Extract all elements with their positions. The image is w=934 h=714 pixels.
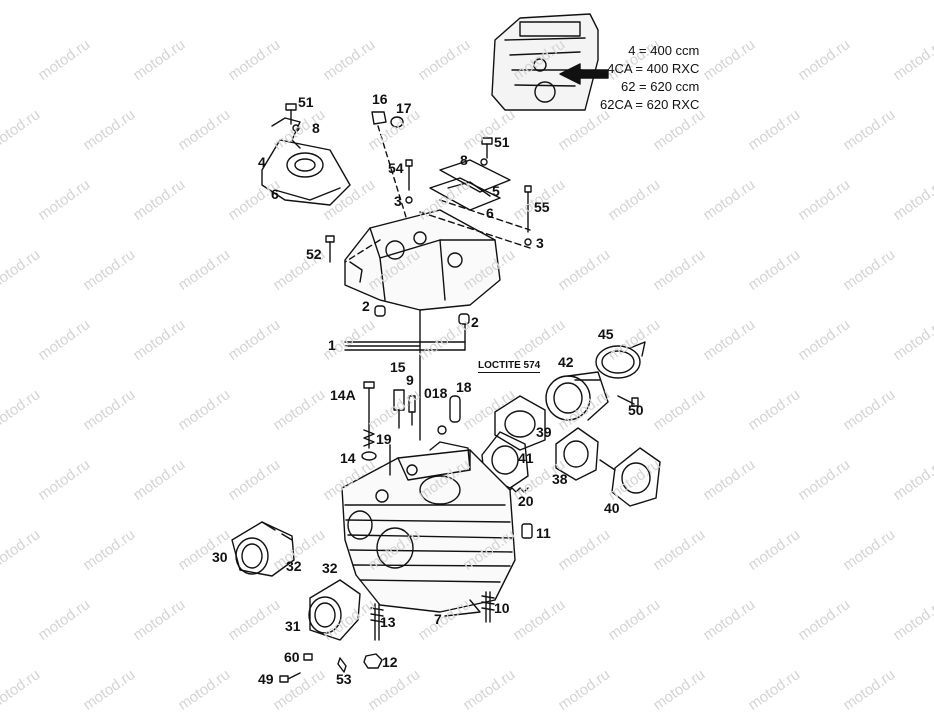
nut-12 xyxy=(363,653,383,669)
thermostat-housing xyxy=(261,117,351,206)
callout-3: 3 xyxy=(394,193,402,209)
exhaust-flange-30 xyxy=(231,521,295,577)
callout-50: 50 xyxy=(628,402,644,418)
callout-11: 11 xyxy=(536,525,551,541)
callout-45: 45 xyxy=(598,326,614,342)
callout-51: 51 xyxy=(494,134,510,150)
tensioner-15-9 xyxy=(393,389,416,429)
callout-49: 49 xyxy=(258,671,274,687)
callout-60: 60 xyxy=(284,649,300,665)
callout-40: 40 xyxy=(604,500,620,516)
legend-line: 62 = 620 ccm xyxy=(620,79,700,94)
callout-4: 4 xyxy=(258,154,266,170)
callout-10: 10 xyxy=(494,600,510,616)
bolt-51-b xyxy=(480,137,493,166)
callout-31: 31 xyxy=(285,618,301,634)
callout-54: 54 xyxy=(388,160,404,176)
inset-arrow-icon xyxy=(559,63,609,85)
callout-39: 39 xyxy=(536,424,552,440)
legend-line: 4CA = 400 RXC xyxy=(607,61,700,76)
cover-plate-and-gasket xyxy=(429,159,511,211)
callout-14: 14 xyxy=(340,450,356,466)
bolt-50 xyxy=(617,395,639,407)
callout-41: 41 xyxy=(518,450,534,466)
callout-16: 16 xyxy=(372,91,388,107)
callout-3: 3 xyxy=(536,235,544,251)
dowel-2-a xyxy=(374,305,386,317)
callout-18: 18 xyxy=(456,379,472,395)
bolt-51-a xyxy=(285,103,300,132)
model-legend: 4 = 400 ccm 4CA = 400 RXC 62 = 620 ccm 6… xyxy=(600,42,699,114)
callout-6: 6 xyxy=(271,186,279,202)
stud-10 xyxy=(481,591,495,623)
callout-15: 15 xyxy=(390,359,406,375)
pin-53 xyxy=(337,657,347,673)
callout-51: 51 xyxy=(298,94,314,110)
stud-14A xyxy=(361,381,377,461)
exhaust-flange-31 xyxy=(308,579,361,641)
clamp-45 xyxy=(595,341,646,379)
callout-13: 13 xyxy=(380,614,396,630)
callout-12: 12 xyxy=(382,654,398,670)
stud-13 xyxy=(370,603,384,641)
callout-018: 018 xyxy=(424,385,448,401)
callout-7: 7 xyxy=(434,611,442,627)
intake-flange-38 xyxy=(555,427,599,481)
loctite-note: LOCTITE 574 xyxy=(478,360,541,373)
bolt-52 xyxy=(325,235,335,263)
callout-53: 53 xyxy=(336,671,352,687)
callout-9: 9 xyxy=(406,372,414,388)
callout-32: 32 xyxy=(322,560,338,576)
callout-2: 2 xyxy=(471,314,479,330)
screw-60 xyxy=(303,653,313,661)
callout-17: 17 xyxy=(396,100,412,116)
callout-14A: 14A xyxy=(330,387,356,403)
plug-16-washer-17 xyxy=(371,111,411,231)
spring-20 xyxy=(507,487,529,493)
screw-49 xyxy=(279,672,301,683)
callout-2: 2 xyxy=(362,298,370,314)
callout-5: 5 xyxy=(492,183,500,199)
sleeve-18 xyxy=(437,395,461,435)
callout-8: 8 xyxy=(312,120,320,136)
bolt-54 xyxy=(405,159,413,204)
callout-8: 8 xyxy=(460,152,468,168)
callout-42: 42 xyxy=(558,354,574,370)
bolt-55 xyxy=(524,185,532,246)
callout-19: 19 xyxy=(376,431,392,447)
plug-11 xyxy=(521,523,533,539)
leader-lines-1 xyxy=(344,309,466,441)
callout-38: 38 xyxy=(552,471,568,487)
callout-1: 1 xyxy=(328,337,336,353)
dowel-2-b xyxy=(458,313,470,325)
callout-52: 52 xyxy=(306,246,322,262)
valve-cover xyxy=(344,209,501,311)
callout-32: 32 xyxy=(286,558,302,574)
engine-inset-thumbnail xyxy=(491,13,599,111)
callout-6: 6 xyxy=(486,205,494,221)
callout-20: 20 xyxy=(518,493,534,509)
cylinder-head xyxy=(341,441,516,617)
rubber-sleeve-42 xyxy=(545,371,609,421)
alignment-dashes xyxy=(344,199,531,263)
legend-line: 4 = 400 ccm xyxy=(628,43,700,58)
callout-30: 30 xyxy=(212,549,228,565)
intake-gasket-39 xyxy=(494,395,546,451)
callout-55: 55 xyxy=(534,199,550,215)
legend-line: 62CA = 620 RXC xyxy=(600,97,700,112)
intake-manifold-40 xyxy=(599,447,661,507)
